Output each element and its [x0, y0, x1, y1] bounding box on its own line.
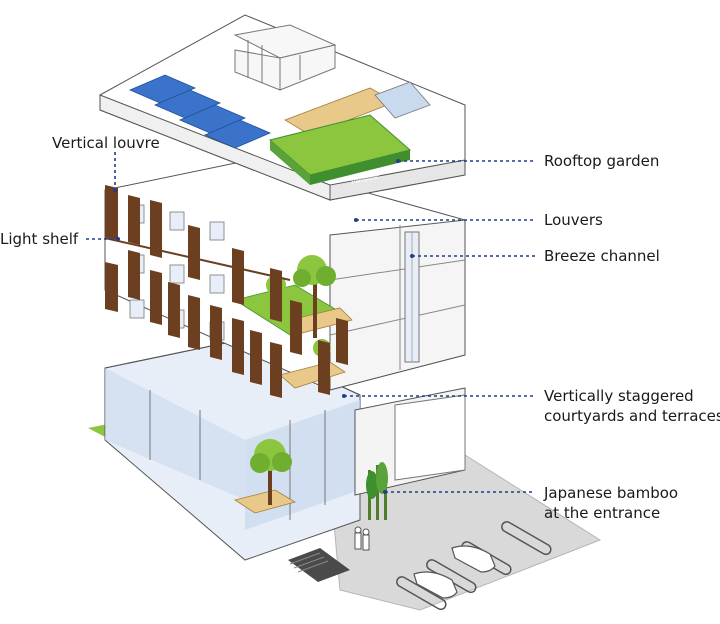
- leader-dots: [113, 159, 414, 494]
- breeze-channel-shaft: [404, 231, 420, 363]
- label-louvers: Louvers: [544, 210, 603, 230]
- label-light-shelf: Light shelf: [0, 229, 78, 249]
- roof-sign-text: Panasonic: [351, 174, 380, 186]
- vertical-louvres: [105, 185, 348, 398]
- middle-floors: [104, 159, 466, 398]
- label-japanese-bamboo: Japanese bamboo at the entrance: [544, 483, 678, 523]
- label-vertical-louvre-text: Vertical louvre: [52, 134, 160, 152]
- ground-tree: [250, 439, 292, 505]
- label-light-shelf-text: Light shelf: [0, 230, 79, 248]
- label-bamboo-line1: Japanese bamboo: [544, 484, 679, 502]
- label-vertical-louvre: Vertical louvre: [52, 133, 160, 153]
- solar-panels: [128, 74, 272, 149]
- label-courtyards-line2: courtyards and terraces: [544, 407, 720, 425]
- light-shelf: [104, 237, 291, 281]
- label-bamboo-line2: at the entrance: [544, 504, 661, 522]
- rooftop-equipment: [233, 24, 337, 91]
- leader-lines: [86, 152, 535, 493]
- ground-floor: [88, 339, 466, 561]
- rooftop-garden-bed: [268, 114, 412, 185]
- label-courtyards-terraces: Vertically staggered courtyards and terr…: [544, 386, 720, 426]
- people: [354, 526, 370, 551]
- label-rooftop-garden-text: Rooftop garden: [544, 152, 660, 170]
- label-breeze-channel: Breeze channel: [544, 246, 660, 266]
- bamboo-cluster: [366, 462, 388, 520]
- wood-deck: [284, 81, 431, 136]
- label-breeze-channel-text: Breeze channel: [544, 247, 660, 265]
- parking-lot: [288, 454, 602, 611]
- label-louvers-text: Louvers: [544, 211, 603, 229]
- car-2: [413, 571, 458, 599]
- roof-level: Panasonic: [99, 14, 466, 201]
- label-courtyards-line1: Vertically staggered: [544, 387, 694, 405]
- car-1: [451, 545, 496, 573]
- label-rooftop-garden: Rooftop garden: [544, 151, 659, 171]
